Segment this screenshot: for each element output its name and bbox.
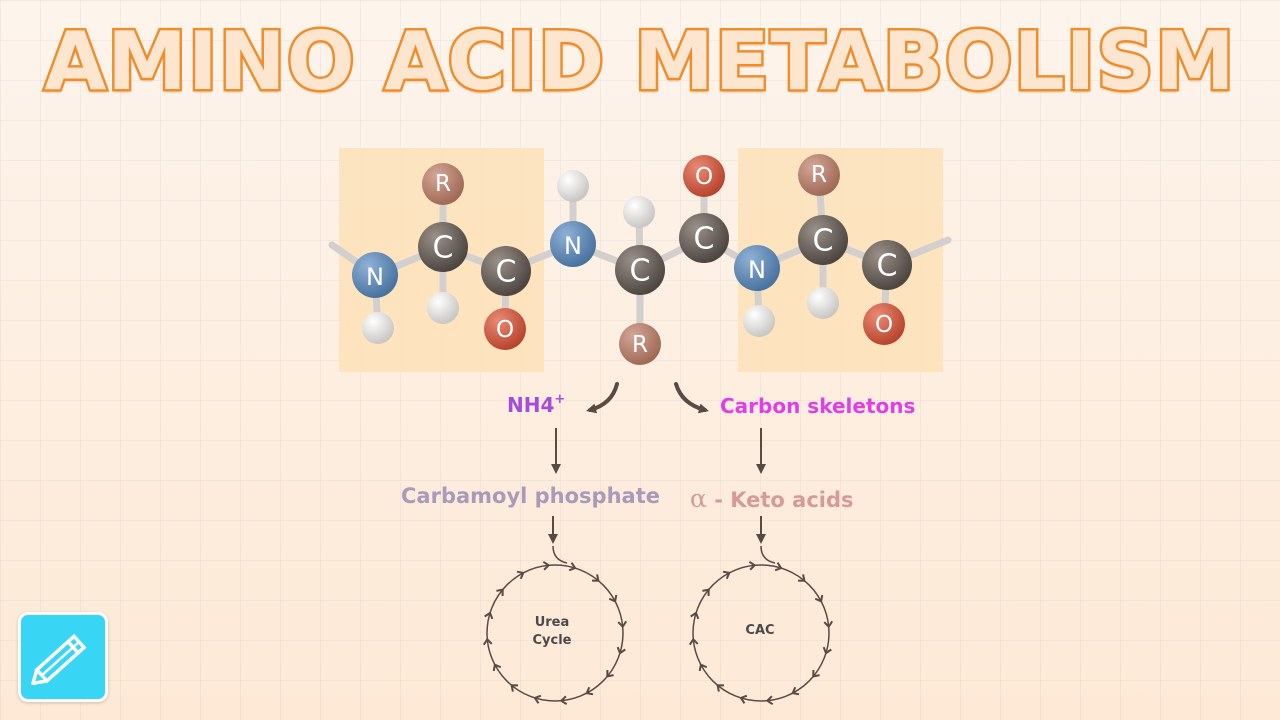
svg-text:C: C [496,255,517,290]
atom-c-3: C [615,245,665,295]
carbon-skeletons-label: Carbon skeletons [720,394,916,418]
svg-text:O: O [496,317,514,343]
atom-r-3: R [798,154,840,196]
cycle-arrowhead [690,611,700,620]
atom-o-2: O [683,155,725,197]
cycle-arrowhead [510,684,519,692]
cycle-arrowhead [722,570,731,580]
atom-c-1: C [418,222,468,272]
carbamoyl-phosphate-label: Carbamoyl phosphate [401,484,660,508]
nh4-label: NH4+ [507,392,566,417]
cycle-arrowhead [533,694,542,704]
atom-c-6: C [862,240,912,290]
svg-text:N: N [748,256,766,284]
svg-text:O: O [875,312,893,338]
cycle-arrowhead [492,663,502,672]
svg-text:N: N [366,263,384,291]
pencil-icon [31,633,87,686]
atom-n-2: N [550,221,596,267]
cycle-arrowhead [739,694,748,704]
svg-text:O: O [695,164,713,190]
svg-text:C: C [813,224,834,259]
atom-o-1: O [484,308,526,350]
cycle-arrowhead [617,620,628,629]
urea-cycle-label: Urea Cycle [532,615,572,648]
cycle-arrowhead [774,562,783,572]
cycle-arrowhead [585,686,594,696]
cac-cycle-label: CAC [745,623,775,638]
cycle-arrowhead [688,637,699,646]
cycle-arrowhead [496,588,504,597]
svg-text:C: C [630,254,651,289]
svg-text:C: C [694,222,715,257]
atom-c-5: C [798,215,848,265]
cycle-arrowhead [559,695,568,706]
cycle-arrowhead [484,611,494,620]
svg-text:R: R [811,162,827,188]
cycle-arrowhead [568,562,577,572]
cycle-arrowhead [591,574,600,582]
svg-text:C: C [877,249,898,284]
atom-r-2: R [619,323,661,365]
cycle-arrowhead [542,560,551,571]
urea-cycle [482,545,628,706]
cycle-arrowhead [608,594,618,603]
alpha-keto-acids-label: α - Keto acids [690,484,854,513]
carbon-branch-arrow [674,382,709,414]
cycle-arrowhead [702,588,710,597]
cycle-arrowhead [748,560,757,571]
atom-r-1: R [422,163,464,205]
cycle-arrowhead [482,637,493,646]
hydrogen-atoms [362,170,839,344]
cycle-arrowhead [814,594,824,603]
cycle-arrowhead [823,620,834,629]
atom-n-3: N [734,245,780,291]
cycle-arrowhead [797,574,806,582]
atom-c-2: C [481,246,531,296]
atom-c-4: C [679,213,729,263]
cycle-arrowhead [791,686,800,696]
cycle-arrowhead [516,570,525,580]
svg-text:N: N [564,232,582,260]
logo [18,612,108,702]
svg-text:C: C [433,231,454,266]
cycle-arrowhead [616,646,626,655]
cycle-arrowhead [716,684,725,692]
cycle-arrowhead [822,646,832,655]
cycle-arrowhead [606,669,614,678]
cac-cycle [688,545,834,706]
nitrogen-branch-arrow [586,382,619,414]
page-title: AMINO ACID METABOLISM [42,15,1237,108]
cycle-arrowhead [698,663,708,672]
svg-text:R: R [632,332,648,358]
cycle-arrowhead [812,669,820,678]
atom-o-3: O [863,303,905,345]
svg-text:R: R [435,171,451,197]
atom-n-1: N [352,252,398,298]
cycle-arrowhead [765,695,774,706]
